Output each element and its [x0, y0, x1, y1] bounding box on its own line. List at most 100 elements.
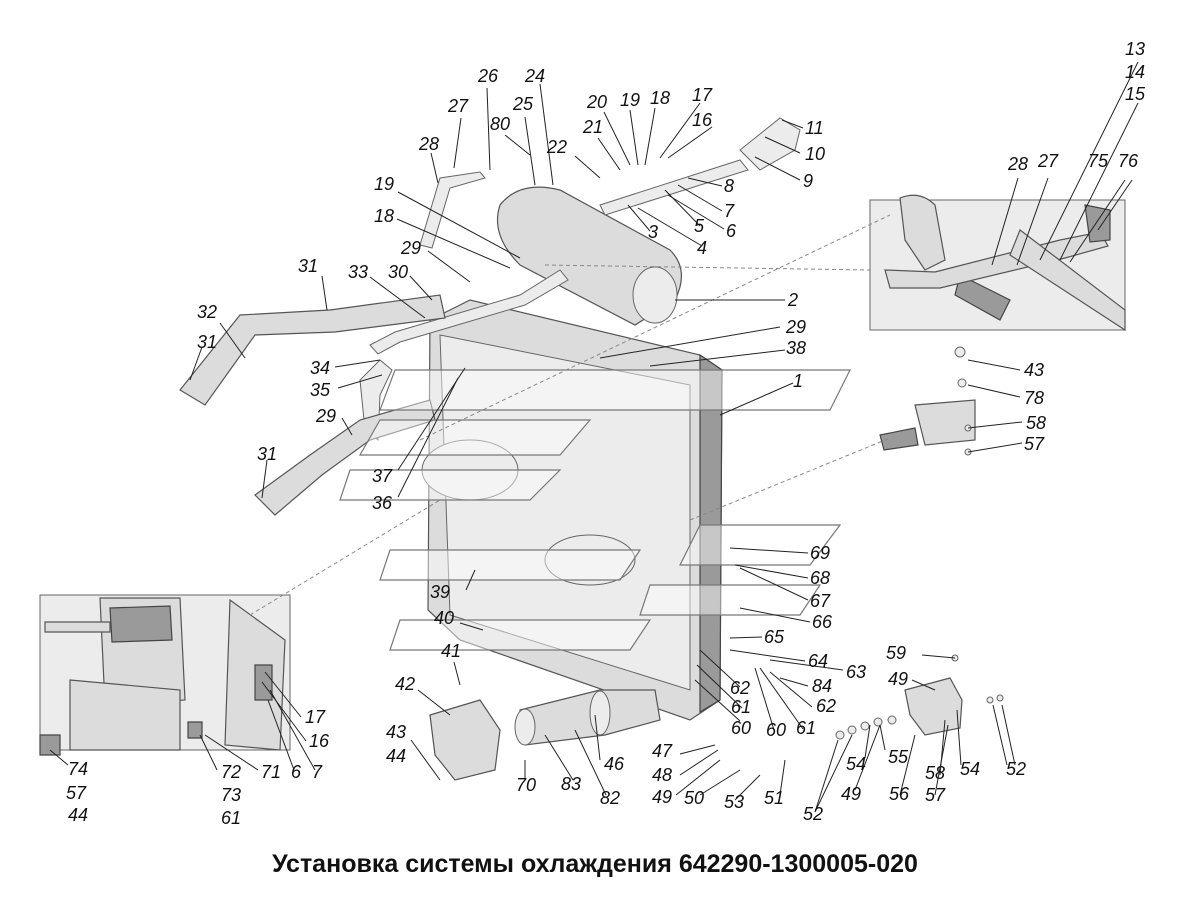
callout-50: 50: [684, 788, 704, 808]
radiator-assembly: [421, 299, 723, 721]
callout-17: 17: [692, 85, 713, 105]
callout-37: 37: [372, 466, 393, 486]
callout-6b: 6: [291, 762, 302, 782]
callout-52a: 52: [1006, 759, 1026, 779]
callout-58b: 58: [925, 763, 945, 783]
callout-48: 48: [652, 765, 672, 785]
projection-lines: [249, 214, 891, 616]
callout-28: 28: [418, 134, 439, 154]
callout-5: 5: [694, 216, 705, 236]
callout-16: 16: [692, 110, 713, 130]
leader-lines: [49, 61, 1139, 813]
callout-1: 1: [793, 371, 803, 391]
callout-76: 76: [1118, 151, 1139, 171]
callout-36: 36: [372, 493, 393, 513]
callout-20: 20: [586, 92, 607, 112]
callout-57c: 57: [925, 785, 946, 805]
callout-83: 83: [561, 774, 581, 794]
callout-27: 27: [447, 96, 469, 116]
expansion-tank: [496, 186, 682, 326]
lower-hose: [429, 689, 661, 781]
callout-62b: 62: [816, 696, 836, 716]
callout-21: 21: [582, 117, 603, 137]
callout-53: 53: [724, 792, 744, 812]
callout-71: 71: [261, 762, 281, 782]
callout-63: 63: [846, 662, 866, 682]
callout-47: 47: [652, 741, 673, 761]
callout-33: 33: [348, 262, 368, 282]
callout-78: 78: [1024, 388, 1044, 408]
callout-64: 64: [808, 651, 828, 671]
callout-60b: 60: [766, 720, 786, 740]
callout-18b: 18: [374, 206, 394, 226]
callout-16b: 16: [309, 731, 330, 751]
callout-44: 44: [386, 746, 406, 766]
callout-62a: 62: [730, 678, 750, 698]
callout-44b: 44: [68, 805, 88, 825]
callout-66: 66: [812, 612, 833, 632]
callout-2: 2: [787, 290, 798, 310]
callout-7b: 7: [312, 762, 323, 782]
callout-61b: 61: [796, 718, 816, 738]
callout-40: 40: [434, 608, 454, 628]
callout-11: 11: [805, 118, 824, 138]
callout-75: 75: [1088, 151, 1109, 171]
callout-27b: 27: [1037, 151, 1059, 171]
inset-top-right: [869, 194, 1126, 332]
callout-72: 72: [221, 762, 241, 782]
callout-60a: 60: [731, 718, 751, 738]
callout-41: 41: [441, 641, 461, 661]
callout-4: 4: [697, 238, 707, 258]
callout-30: 30: [388, 262, 408, 282]
callout-35: 35: [310, 380, 331, 400]
callout-59: 59: [886, 643, 906, 663]
callout-67: 67: [810, 591, 831, 611]
callout-69: 69: [810, 543, 830, 563]
callout-49b: 49: [652, 787, 672, 807]
callout-80: 80: [490, 114, 510, 134]
callout-46: 46: [604, 754, 625, 774]
callout-56: 56: [889, 784, 910, 804]
callout-29: 29: [400, 238, 421, 258]
small-parts-right: [835, 346, 1004, 740]
callout-61c: 61: [221, 808, 241, 828]
callout-28b: 28: [1007, 154, 1028, 174]
callout-52b: 52: [803, 804, 823, 824]
callout-54b: 54: [960, 759, 980, 779]
upper-pipes: [359, 117, 801, 441]
page-title: Установка системы охлаждения 642290-1300…: [272, 850, 918, 878]
callout-14: 14: [1125, 62, 1145, 82]
left-hoses: [179, 294, 446, 516]
callout-17b: 17: [305, 707, 326, 727]
callout-6: 6: [726, 221, 737, 241]
callout-7: 7: [724, 201, 735, 221]
callout-51: 51: [764, 788, 784, 808]
callout-26: 26: [477, 66, 499, 86]
callout-57b: 57: [66, 783, 87, 803]
callout-42: 42: [395, 674, 415, 694]
callout-3: 3: [648, 222, 658, 242]
callout-8: 8: [724, 176, 734, 196]
callout-18: 18: [650, 88, 670, 108]
callout-19b: 19: [374, 174, 394, 194]
callout-70: 70: [516, 775, 536, 795]
callout-49c: 49: [841, 784, 861, 804]
callout-68: 68: [810, 568, 830, 588]
callout-24: 24: [524, 66, 545, 86]
ghost-planes: [339, 369, 851, 651]
callout-57: 57: [1024, 434, 1045, 454]
callout-19: 19: [620, 90, 640, 110]
callout-73: 73: [221, 785, 241, 805]
callout-49a: 49: [888, 669, 908, 689]
callout-10: 10: [805, 144, 825, 164]
callout-43b: 43: [386, 722, 406, 742]
callout-34: 34: [310, 358, 330, 378]
callout-29b: 29: [785, 317, 806, 337]
callout-39: 39: [430, 582, 450, 602]
callout-31b: 31: [197, 332, 217, 352]
callout-74: 74: [68, 759, 88, 779]
callout-43: 43: [1024, 360, 1044, 380]
callout-82: 82: [600, 788, 620, 808]
callout-32: 32: [197, 302, 217, 322]
